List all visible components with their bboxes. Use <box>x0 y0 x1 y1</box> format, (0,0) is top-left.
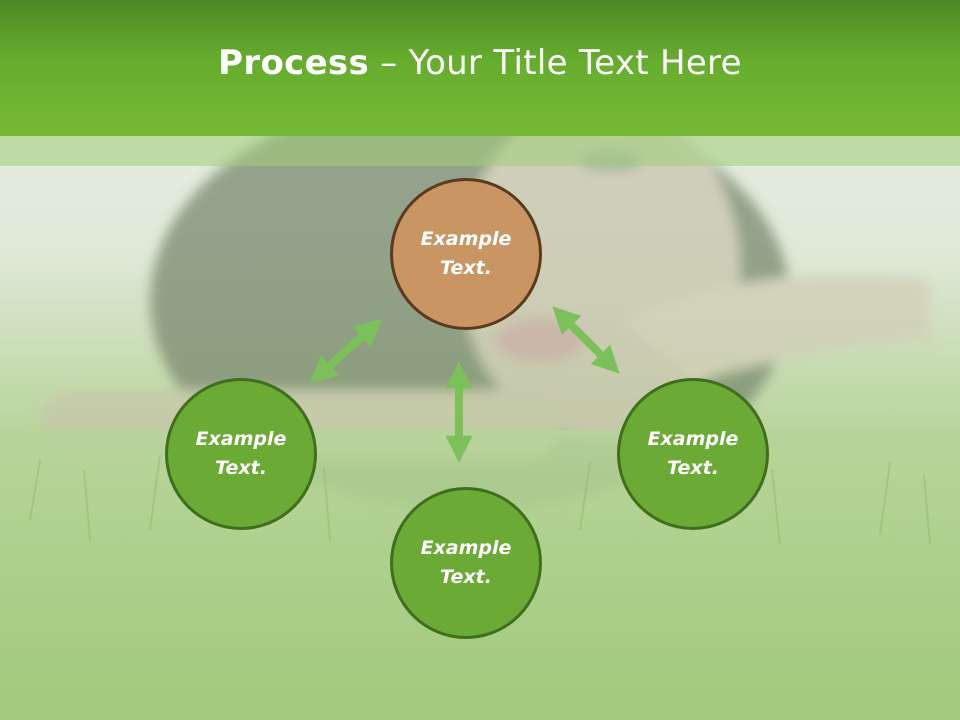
title-bar: Process – Your Title Text Here <box>0 0 960 136</box>
node-left: Example Text. <box>165 378 317 530</box>
header-band <box>0 136 960 166</box>
node-bottom: Example Text. <box>390 487 542 639</box>
node-top-label: Example Text. <box>420 228 512 279</box>
node-right: Example Text. <box>617 378 769 530</box>
node-left-label: Example Text. <box>195 428 287 479</box>
arrow-right-top <box>552 306 620 374</box>
arrow-left-top <box>309 318 383 384</box>
node-bottom-label: Example Text. <box>420 537 512 588</box>
node-top: Example Text. <box>390 178 542 330</box>
title-rest: – Your Title Text Here <box>369 43 742 83</box>
slide-title: Process – Your Title Text Here <box>218 43 742 83</box>
node-right-label: Example Text. <box>647 428 739 479</box>
title-bold: Process <box>218 43 370 83</box>
